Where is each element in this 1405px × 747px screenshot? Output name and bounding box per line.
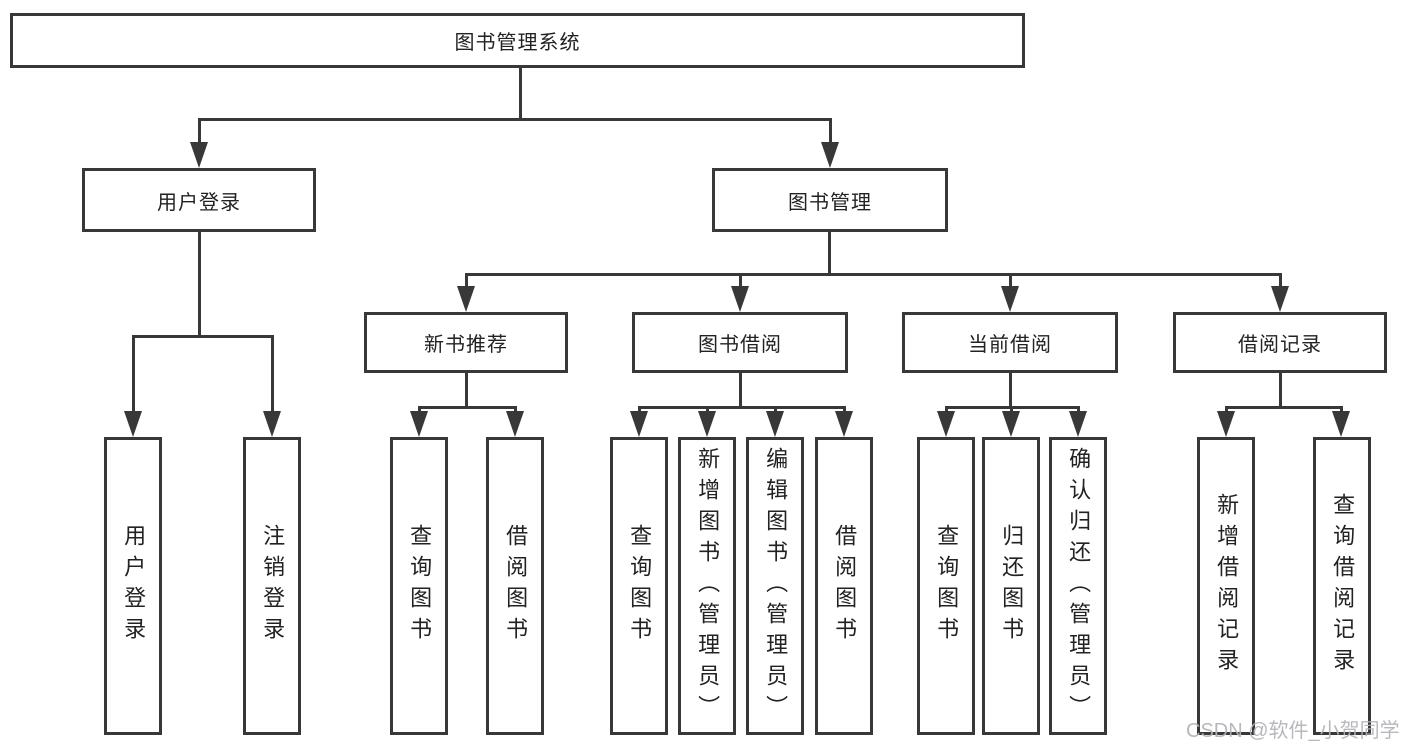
leaf-borrow-books-recommend: 借阅图书 bbox=[486, 437, 544, 735]
connector-line bbox=[418, 406, 517, 409]
connector-line bbox=[829, 118, 832, 148]
arrow-down-icon bbox=[1001, 286, 1019, 312]
leaf-label: 确认归还（管理员） bbox=[1066, 446, 1092, 726]
connector-line bbox=[739, 373, 742, 406]
connector-line bbox=[132, 335, 135, 415]
connector-line bbox=[739, 273, 742, 293]
leaf-query-borrow-record: 查询借阅记录 bbox=[1313, 437, 1371, 735]
leaf-label: 用户登录 bbox=[121, 524, 147, 648]
arrow-down-icon bbox=[457, 286, 475, 312]
leaf-edit-books-admin: 编辑图书（管理员） bbox=[746, 437, 804, 735]
arrow-down-icon bbox=[630, 411, 648, 437]
connector-line bbox=[638, 406, 846, 409]
connector-line bbox=[1009, 273, 1012, 293]
leaf-return-books: 归还图书 bbox=[982, 437, 1040, 735]
node-root: 图书管理系统 bbox=[10, 13, 1025, 68]
leaf-label: 新增借阅记录 bbox=[1214, 493, 1240, 679]
leaf-query-books-current: 查询图书 bbox=[917, 437, 975, 735]
leaf-add-books-admin: 新增图书（管理员） bbox=[678, 437, 736, 735]
leaf-label: 借阅图书 bbox=[832, 524, 858, 648]
arrow-down-icon bbox=[1271, 286, 1289, 312]
node-user-login-label: 用户登录 bbox=[157, 191, 241, 214]
connector-line bbox=[1279, 273, 1282, 293]
connector-line bbox=[519, 68, 522, 119]
node-book-management-label: 图书管理 bbox=[788, 191, 872, 214]
leaf-label: 借阅图书 bbox=[503, 524, 529, 648]
arrow-down-icon bbox=[731, 286, 749, 312]
arrow-down-icon bbox=[263, 411, 281, 437]
connector-line bbox=[465, 273, 468, 293]
leaf-label: 归还图书 bbox=[999, 524, 1025, 648]
connector-line bbox=[198, 232, 201, 335]
node-current-borrowing: 当前借阅 bbox=[902, 312, 1118, 373]
leaf-label: 新增图书（管理员） bbox=[695, 446, 721, 726]
leaf-label: 注销登录 bbox=[260, 524, 286, 648]
leaf-label: 查询图书 bbox=[627, 524, 653, 648]
arrow-down-icon bbox=[1217, 411, 1235, 437]
arrow-down-icon bbox=[1002, 411, 1020, 437]
arrow-down-icon bbox=[698, 411, 716, 437]
leaf-label: 查询借阅记录 bbox=[1330, 493, 1356, 679]
node-borrowing-records: 借阅记录 bbox=[1173, 312, 1387, 373]
leaf-label: 编辑图书（管理员） bbox=[763, 446, 789, 726]
connector-line bbox=[1279, 373, 1282, 406]
arrow-down-icon bbox=[190, 142, 208, 168]
connector-line bbox=[198, 118, 201, 148]
arrow-down-icon bbox=[835, 411, 853, 437]
connector-line bbox=[198, 118, 832, 121]
connector-line bbox=[132, 335, 274, 338]
node-current-borrowing-label: 当前借阅 bbox=[968, 334, 1052, 356]
leaf-add-borrow-record: 新增借阅记录 bbox=[1197, 437, 1255, 735]
leaf-query-books-borrowing: 查询图书 bbox=[610, 437, 668, 735]
connector-line bbox=[828, 232, 831, 273]
node-book-management: 图书管理 bbox=[712, 168, 948, 232]
leaf-label: 查询图书 bbox=[407, 524, 433, 648]
leaf-borrow-books: 借阅图书 bbox=[815, 437, 873, 735]
connector-line bbox=[271, 335, 274, 415]
arrow-down-icon bbox=[766, 411, 784, 437]
arrow-down-icon bbox=[1069, 411, 1087, 437]
leaf-query-books-recommend: 查询图书 bbox=[390, 437, 448, 735]
arrow-down-icon bbox=[124, 411, 142, 437]
node-new-book-recommend-label: 新书推荐 bbox=[424, 334, 508, 356]
leaf-label: 查询图书 bbox=[934, 524, 960, 648]
leaf-confirm-return-admin: 确认归还（管理员） bbox=[1049, 437, 1107, 735]
node-root-label: 图书管理系统 bbox=[454, 32, 581, 54]
node-borrowing-records-label: 借阅记录 bbox=[1238, 334, 1322, 356]
node-book-borrowing-label: 图书借阅 bbox=[698, 334, 782, 356]
leaf-user-login: 用户登录 bbox=[104, 437, 162, 735]
arrow-down-icon bbox=[937, 411, 955, 437]
node-new-book-recommend: 新书推荐 bbox=[364, 312, 568, 373]
connector-line bbox=[1009, 373, 1012, 406]
watermark-text: CSDN @软件_小贺同学 bbox=[1186, 720, 1400, 742]
connector-line bbox=[465, 373, 468, 406]
connector-line bbox=[465, 273, 1282, 276]
node-user-login: 用户登录 bbox=[82, 168, 316, 232]
arrow-down-icon bbox=[821, 142, 839, 168]
node-book-borrowing: 图书借阅 bbox=[632, 312, 848, 373]
arrow-down-icon bbox=[1332, 411, 1350, 437]
arrow-down-icon bbox=[506, 411, 524, 437]
leaf-logout: 注销登录 bbox=[243, 437, 301, 735]
arrow-down-icon bbox=[410, 411, 428, 437]
connector-line bbox=[1225, 406, 1343, 409]
